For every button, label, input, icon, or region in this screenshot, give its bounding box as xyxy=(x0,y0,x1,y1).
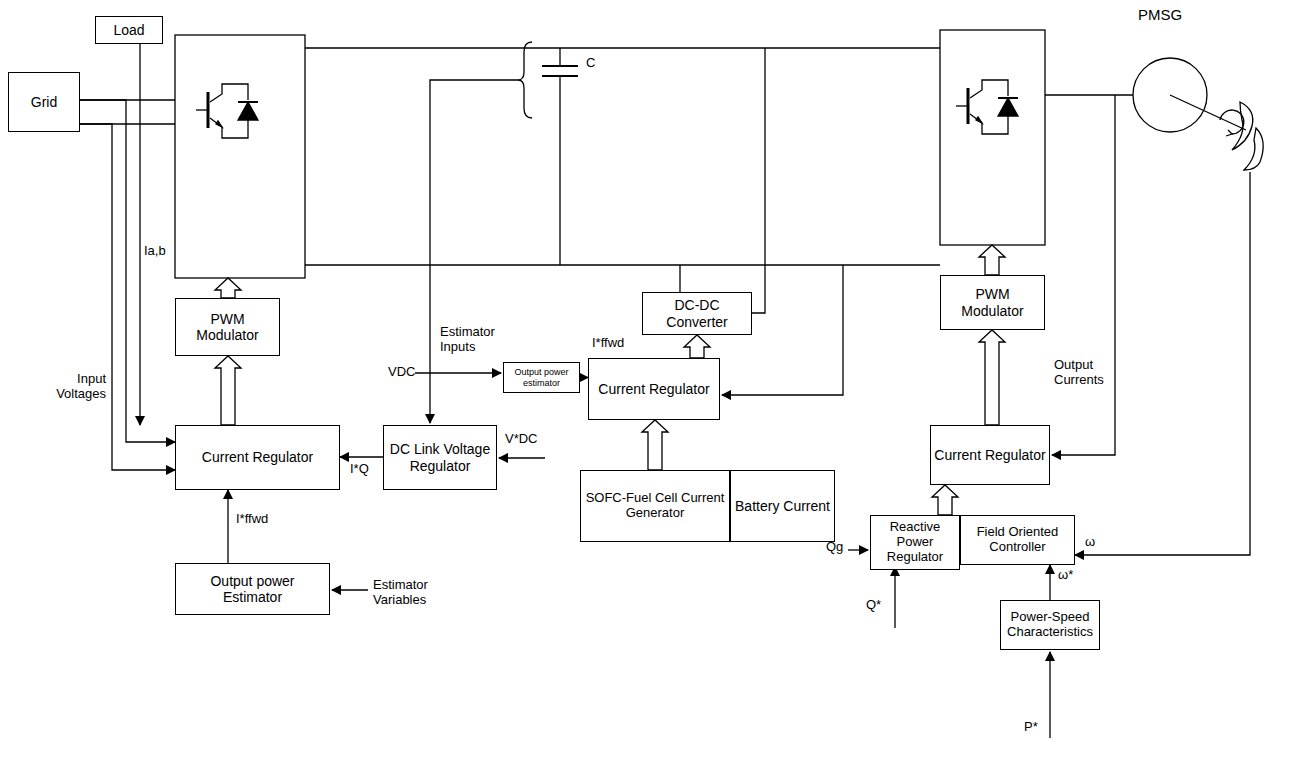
block-arrow xyxy=(979,330,1005,425)
block-arrow xyxy=(215,356,241,425)
box-text: Grid xyxy=(31,94,57,110)
box-text: Output power Estimator xyxy=(179,573,326,605)
current-regulator: Current Regulator xyxy=(175,425,340,490)
signal-arrow xyxy=(580,377,588,378)
pwm-modulator: PWM Modulator xyxy=(940,275,1045,330)
signal-label: Qg xyxy=(826,540,850,555)
box-text: Output power estimator xyxy=(507,367,576,388)
signal-label: Input Voltages xyxy=(38,372,106,402)
reactive-power-regulator: Reactive Power Regulator xyxy=(870,515,960,570)
signal-label: VDC xyxy=(388,365,418,380)
block-arrow xyxy=(932,485,958,515)
box-text: DC Link Voltage Regulator xyxy=(387,441,493,473)
box-text: DC-DC Converter xyxy=(646,297,748,329)
box-text: Field Oriented Controller xyxy=(964,525,1071,555)
signal-label: P* xyxy=(1024,720,1048,735)
box-text: PWM Modulator xyxy=(179,311,276,343)
signal-label: C xyxy=(586,56,606,71)
signal-arrow xyxy=(139,44,140,425)
signal-arrow xyxy=(80,124,175,470)
box-text: PWM Modulator xyxy=(944,286,1041,318)
box-text: Reactive Power Regulator xyxy=(874,520,956,565)
block-arrow xyxy=(642,420,668,470)
signal-label: I*ffwd xyxy=(592,336,652,351)
box-text: Current Regulator xyxy=(934,447,1045,463)
pwm-modulator: PWM Modulator xyxy=(175,298,280,356)
signal-label: Q* xyxy=(866,598,890,613)
box-text: Current Regulator xyxy=(202,449,313,465)
signal-label: I*Q xyxy=(350,462,390,477)
battery-box: Battery Current xyxy=(730,470,835,542)
current-regulator: Current Regulator xyxy=(930,425,1050,485)
dc-dc-converter: DC-DC Converter xyxy=(642,292,752,335)
signal-arrow xyxy=(1075,172,1250,555)
signal-arrow xyxy=(227,490,228,563)
box-text: SOFC-Fuel Cell Current Generator xyxy=(584,491,726,521)
pmsg-generator: PMSG xyxy=(1128,2,1273,172)
signal-label: Ia,b xyxy=(144,244,184,259)
box-text: PMSG xyxy=(1138,6,1182,23)
field-oriented-controller: Field Oriented Controller xyxy=(960,515,1075,565)
power-estimator: Output power estimator xyxy=(503,362,580,393)
signal-arrow xyxy=(1049,565,1050,600)
box-text: Power-Speed Characteristics xyxy=(1004,610,1096,640)
box-text: Battery Current xyxy=(735,498,830,514)
current-regulator: Current Regulator xyxy=(588,358,720,420)
signal-arrow xyxy=(340,456,383,457)
fuel-cell-box: SOFC-Fuel Cell Current Generator xyxy=(580,470,730,542)
signal-label: Output Currents xyxy=(1054,358,1110,388)
load-box: Load xyxy=(95,16,163,44)
block-arrow xyxy=(684,335,710,358)
signal-label: Estimator Variables xyxy=(373,578,448,608)
voltage-regulator: DC Link Voltage Regulator xyxy=(383,425,497,490)
box-text: Load xyxy=(113,22,144,38)
signal-label: Estimator Inputs xyxy=(440,325,510,355)
power-estimator: Output power Estimator xyxy=(175,563,330,615)
signal-label: V*DC xyxy=(505,432,555,447)
pmsg-symbol xyxy=(1128,2,1273,172)
signal-label: I*ffwd xyxy=(236,512,296,527)
signal-label: ω* xyxy=(1058,568,1088,583)
power-speed-box: Power-Speed Characteristics xyxy=(1000,600,1100,650)
signal-label: ω xyxy=(1085,535,1105,550)
grid-box: Grid xyxy=(8,72,80,132)
box-text: Current Regulator xyxy=(598,381,709,397)
